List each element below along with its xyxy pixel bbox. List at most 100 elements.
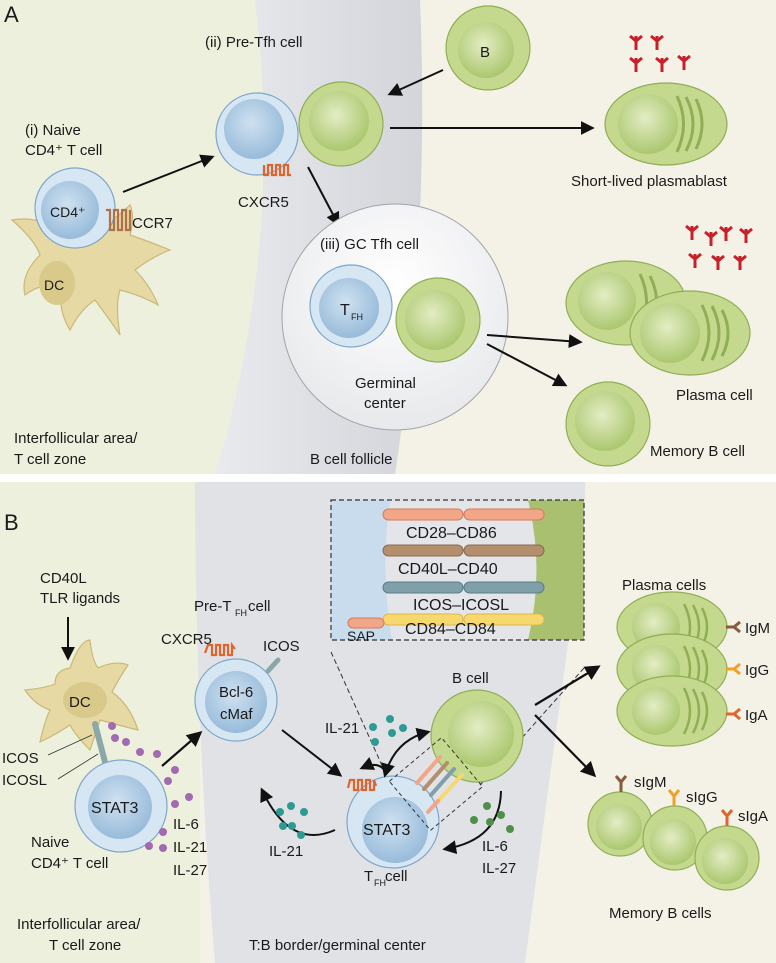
plasmablast-label: Short-lived plasmablast [571, 173, 728, 190]
ccr7-label: CCR7 [132, 215, 173, 232]
il6-right-label: IL-6 [482, 838, 508, 855]
cd4-label: CD4⁺ [50, 204, 85, 220]
b-cell-top: B [445, 5, 531, 91]
icos-label-pretfh: ICOS [263, 638, 300, 655]
cytokine-il21-naive: IL-21 [173, 839, 207, 856]
pretfh-label-b-main: Pre-T [194, 598, 232, 615]
antibodies-plasma [685, 224, 753, 270]
zone-tcell-label-b-1: Interfollicular area/ [17, 916, 141, 933]
arrow-tfh-to-pretfh [260, 787, 336, 836]
pretfh-t-cell-b: Bcl-6 cMaf [194, 658, 278, 742]
cxcr5-label-b: CXCR5 [161, 631, 212, 648]
pretfh-label-b-tail: cell [248, 598, 271, 615]
zone-tcell-label-a-1: Interfollicular area/ [14, 430, 138, 447]
igg-label: IgG [745, 662, 769, 679]
plasma-cell-a-front [629, 290, 751, 376]
ccr7-receptor-icon [106, 208, 132, 232]
panel-b-label: B [4, 510, 19, 535]
cd28-cd86-pair [382, 508, 545, 521]
gc-b-cell [395, 277, 481, 363]
synapse-inset: CD28–CD86 CD40L–CD40 ICOS–ICOSL CD84–CD8… [330, 499, 585, 644]
arrow-gc-to-memory [486, 343, 568, 387]
dendritic-cell-b: DC [23, 639, 139, 752]
germinal-center [281, 203, 509, 431]
pretfh-t-cell-a [215, 92, 299, 176]
memory-b-cell-a [565, 381, 651, 467]
gc-tfh-title: (iii) GC Tfh cell [320, 236, 419, 253]
tfh-label-sub: FH [351, 312, 363, 322]
b-cell-b [430, 689, 524, 783]
inset-zoom-line-left [330, 651, 394, 791]
stat3-label-naive: STAT3 [91, 800, 139, 817]
arrow-il21-bidirectional [381, 727, 431, 778]
il21-left-label: IL-21 [269, 843, 303, 860]
cytokines-il21-left [276, 802, 308, 839]
tfh-label-b-tail: cell [385, 868, 408, 885]
arrow-naive-to-pretfh [122, 154, 215, 193]
tfh-label-b-sub: FH [374, 878, 386, 888]
plasma-cell-iga [616, 675, 728, 747]
cytokines-il21-top [369, 715, 407, 746]
synapse-zoom-box [388, 736, 484, 832]
gc-tfh-cell: T FH [309, 264, 393, 348]
arrow-gc-to-plasma [486, 334, 583, 349]
naive-cell-title-2: CD4⁺ T cell [25, 142, 102, 159]
sap-label: SAP [347, 628, 375, 644]
panel-a-label: A [4, 2, 19, 27]
memory-b-cell-siga [694, 825, 760, 891]
siga-receptor-icon [720, 809, 734, 826]
antibodies-plasmablast [629, 34, 691, 72]
sigm-label: sIgM [634, 774, 667, 791]
tfh-label-main: T [340, 302, 350, 319]
germinal-center-label-2: center [364, 395, 406, 412]
memory-b-cell-sigm [587, 791, 653, 857]
stimuli-label-2: TLR ligands [40, 590, 120, 607]
cxcr5-label-a: CXCR5 [238, 194, 289, 211]
plasmablast-cell [604, 82, 728, 166]
b-label: B [480, 44, 490, 61]
arrow-naive-to-pretfh-b [161, 730, 203, 767]
zone-tcell-label-a-2: T cell zone [14, 451, 86, 468]
inset-label-cd84-cd84: CD84–CD84 [405, 621, 496, 638]
arrow-to-plasma-cells [534, 665, 601, 706]
cytokines-il6-il27-right [470, 802, 514, 833]
igg-antibody-icon [726, 662, 741, 676]
naive-t-cell-a: CD4⁺ [34, 167, 116, 249]
stat3-label-tfh: STAT3 [363, 822, 411, 839]
icos-icosl-pair [382, 581, 545, 594]
tfh-label-b-main: T [364, 868, 373, 885]
cd84-cd84-pair [382, 613, 545, 626]
icos-pretfh-icon [265, 657, 281, 674]
naive-label-b-1: Naive [31, 834, 69, 851]
inset-label-cd40l-cd40: CD40L–CD40 [398, 561, 498, 578]
dc-label-a: DC [44, 277, 64, 293]
cytokines-naive-purple [108, 722, 193, 852]
plasma-cell-label: Plasma cell [676, 387, 753, 404]
naive-label-b-2: CD4⁺ T cell [31, 855, 108, 872]
zone-border-label: T:B border/germinal center [249, 937, 426, 954]
inset-label-icos-icosl: ICOS–ICOSL [413, 597, 509, 614]
igm-label: IgM [745, 620, 770, 637]
il27-right-label: IL-27 [482, 860, 516, 877]
icos-label: ICOS [2, 750, 39, 767]
sigg-label: sIgG [686, 789, 718, 806]
iga-antibody-icon [726, 707, 741, 721]
icos-leader-line [47, 734, 93, 756]
igm-antibody-icon [726, 620, 741, 634]
siga-label: sIgA [738, 808, 768, 825]
cd40l-cd40-pair [382, 544, 545, 557]
sigm-receptor-icon [614, 775, 628, 792]
sap-icon [347, 617, 385, 629]
cxcr5-receptor-tfh-icon [346, 778, 378, 792]
il21-top-label: IL-21 [325, 720, 359, 737]
pretfh-label-b-sub: FH [235, 608, 247, 618]
arrow-b-to-pretfh [387, 69, 444, 96]
cmaf-label: cMaf [220, 706, 253, 723]
dc-label-b: DC [69, 694, 91, 711]
memory-b-label: Memory B cell [650, 443, 745, 460]
bcl6-label: Bcl-6 [219, 684, 253, 701]
stimuli-label-1: CD40L [40, 570, 87, 587]
arrow-to-memory-cells [534, 714, 597, 778]
inset-label-cd28-cd86: CD28–CD86 [406, 525, 497, 542]
arrow-bcell-to-tfh [442, 790, 502, 855]
